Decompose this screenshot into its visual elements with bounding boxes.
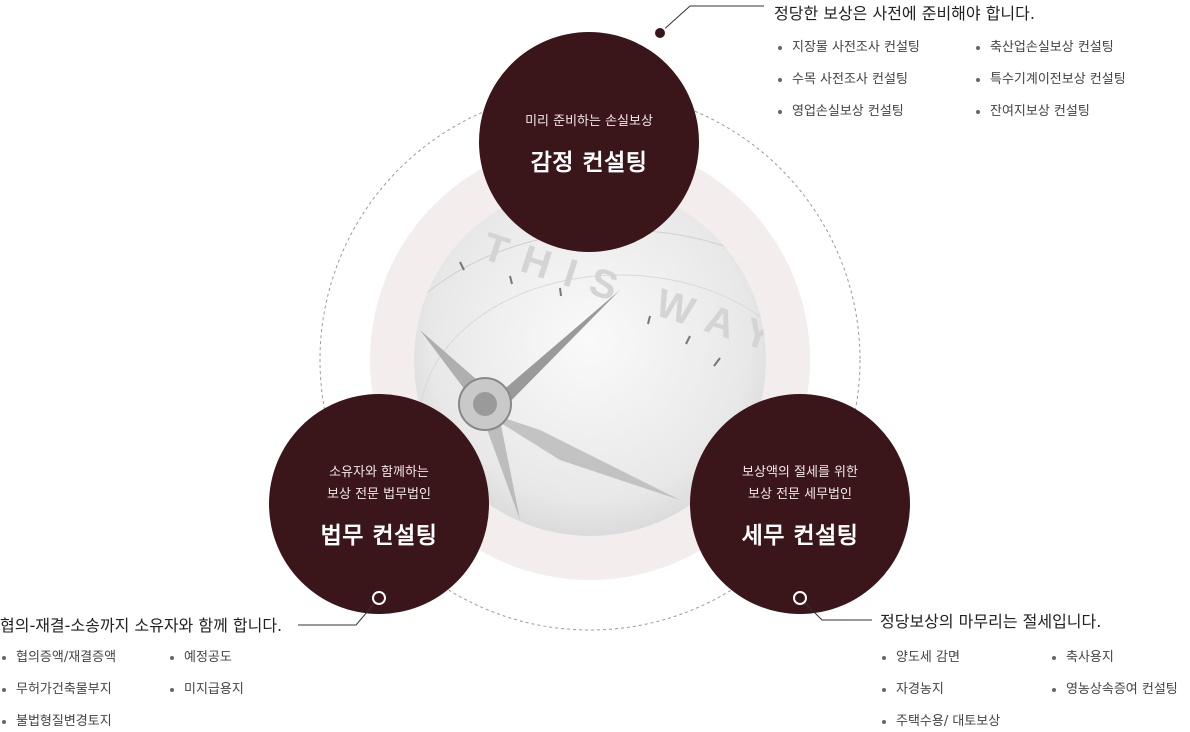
circle-subtitle: 보상액의 절세를 위한 보상 전문 세무법인	[742, 465, 858, 502]
circle-title: 세무 컨설팅	[741, 523, 859, 549]
list-item: 잔여지보상 컨설팅	[974, 102, 1154, 122]
block-heading: 정당보상의 마무리는 절세입니다.	[880, 612, 1102, 631]
circle-subtitle: 미리 준비하는 손실보상	[525, 114, 653, 129]
legal-info-block: 협의-재결-소송까지 소유자와 함께 합니다. 협의증액/재결증액 예정공도 무…	[0, 612, 282, 732]
service-list: 지장물 사전조사 컨설팅 축산업손실보상 컨설팅 수목 사전조사 컨설팅 특수기…	[776, 38, 1154, 122]
connector-dot	[372, 591, 386, 605]
list-item: 특수기계이전보상 컨설팅	[974, 70, 1154, 90]
block-heading: 협의-재결-소송까지 소유자와 함께 합니다.	[0, 616, 283, 635]
list-item: 지장물 사전조사 컨설팅	[776, 38, 952, 58]
list-item: 불법형질변경토지	[0, 712, 150, 732]
tax-info-block: 정당보상의 마무리는 절세입니다. 양도세 감면 축사용지 자경농지 영농상속증…	[880, 608, 1190, 732]
connector-dot	[793, 591, 807, 605]
legal-consulting-circle: 소유자와 함께하는 보상 전문 법무법인 법무 컨설팅	[269, 394, 489, 614]
list-item: 영농상속증여 컨설팅	[1050, 680, 1190, 700]
tax-consulting-circle: 보상액의 절세를 위한 보상 전문 세무법인 세무 컨설팅	[690, 394, 910, 614]
list-item: 수목 사전조사 컨설팅	[776, 70, 952, 90]
service-list: 양도세 감면 축사용지 자경농지 영농상속증여 컨설팅 주택수용/ 대토보상	[880, 648, 1190, 732]
circle-subtitle: 소유자와 함께하는 보상 전문 법무법인	[327, 465, 431, 502]
list-item: 협의증액/재결증액	[0, 648, 150, 668]
list-item: 양도세 감면	[880, 648, 1032, 668]
list-item: 축사용지	[1050, 648, 1190, 668]
appraisal-info-block: 정당한 보상은 사전에 준비해야 합니다. 지장물 사전조사 컨설팅 축산업손실…	[774, 0, 1154, 122]
list-item: 미지급용지	[168, 680, 268, 700]
list-item: 영업손실보상 컨설팅	[776, 102, 952, 122]
circle-title: 법무 컨설팅	[320, 523, 438, 549]
list-item: 무허가건축물부지	[0, 680, 150, 700]
block-heading: 정당한 보상은 사전에 준비해야 합니다.	[774, 4, 1035, 23]
list-item: 자경농지	[880, 680, 1032, 700]
list-item: 축산업손실보상 컨설팅	[974, 38, 1154, 58]
service-list: 협의증액/재결증액 예정공도 무허가건축물부지 미지급용지 불법형질변경토지	[0, 648, 282, 732]
list-item: 예정공도	[168, 648, 268, 668]
dashed-orbit	[319, 89, 861, 631]
connector-dot	[653, 26, 667, 40]
appraisal-consulting-circle: 미리 준비하는 손실보상 감정 컨설팅	[479, 32, 699, 252]
circle-title: 감정 컨설팅	[530, 150, 648, 176]
list-item: 주택수용/ 대토보상	[880, 712, 1032, 732]
